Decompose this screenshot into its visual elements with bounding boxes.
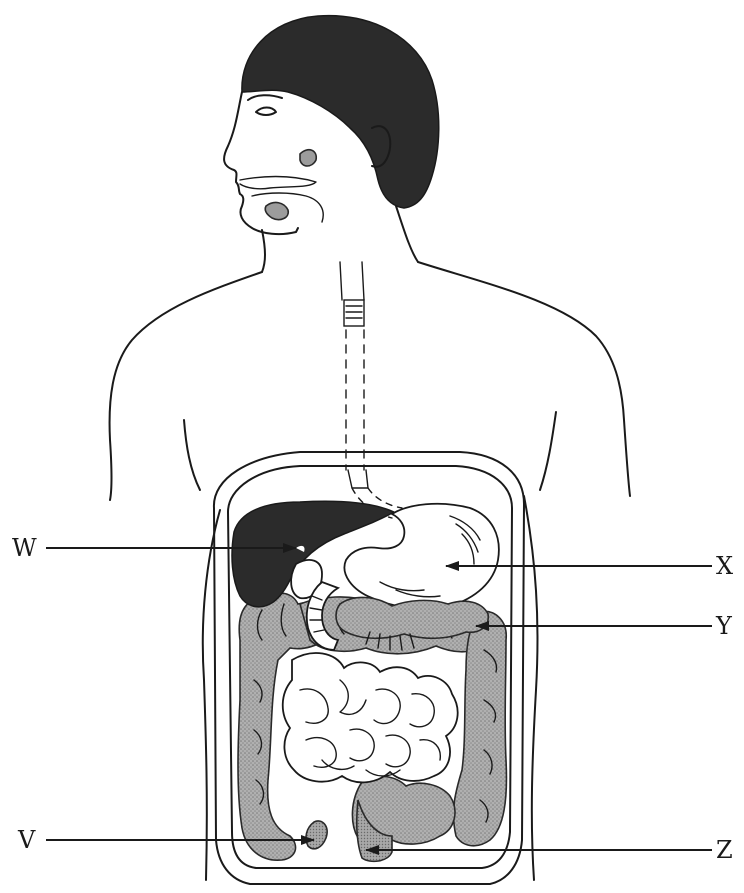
salivary-gland-lower — [265, 203, 288, 220]
pancreas — [336, 597, 488, 638]
neck-left — [262, 230, 265, 272]
head — [224, 16, 439, 272]
neck-right — [396, 206, 418, 262]
arm-inner-left — [184, 420, 200, 490]
label-w: W — [12, 534, 37, 562]
oesophagus-ring — [344, 300, 364, 326]
eye — [256, 108, 276, 116]
appendix — [306, 821, 327, 849]
shoulder-right — [418, 262, 630, 496]
arm-inner-right — [540, 412, 556, 490]
waist-right — [524, 496, 538, 880]
salivary-gland-upper — [300, 150, 316, 166]
hair — [242, 16, 439, 208]
waist-left — [203, 510, 220, 880]
label-z: Z — [716, 836, 733, 864]
nasal-cavity — [240, 177, 316, 189]
label-x: X — [716, 552, 733, 580]
label-v: V — [17, 826, 36, 854]
shoulder-left — [110, 272, 262, 500]
eyebrow — [248, 95, 282, 100]
label-y: Y — [715, 612, 733, 640]
mouth-cavity — [252, 193, 323, 222]
small-intestine — [283, 653, 458, 782]
oesophagus — [340, 262, 402, 518]
